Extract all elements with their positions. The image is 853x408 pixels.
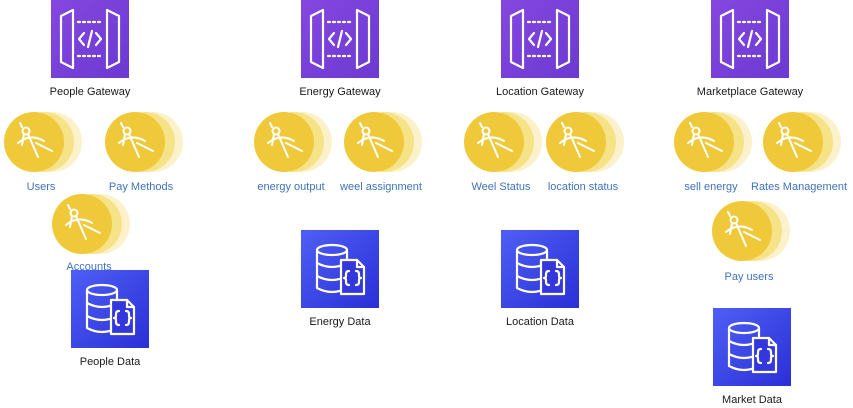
- marketplace-gateway-label: Marketplace Gateway: [696, 86, 804, 98]
- location-status-function-label: location status: [547, 181, 619, 193]
- users-function-icon[interactable]: [0, 111, 84, 175]
- people-gateway-label: People Gateway: [49, 86, 131, 98]
- market-data-label: Market Data: [722, 394, 782, 406]
- location-data-icon[interactable]: [501, 230, 579, 308]
- pay-users-function-label: Pay users: [724, 271, 774, 283]
- marketplace-gateway-icon[interactable]: [711, 0, 789, 78]
- accounts-function-icon[interactable]: [48, 193, 132, 257]
- weel-status-function-label: Weel Status: [471, 181, 531, 193]
- pay-users-function-icon[interactable]: [708, 200, 792, 264]
- rates-management-function-label: Rates Management: [751, 181, 847, 193]
- energy-data-icon[interactable]: [301, 230, 379, 308]
- energy-gateway-label: Energy Gateway: [299, 86, 381, 98]
- pay-methods-function-label: Pay Methods: [108, 181, 174, 193]
- location-gateway-label: Location Gateway: [495, 86, 585, 98]
- market-data-icon[interactable]: [713, 308, 791, 386]
- people-data-label: People Data: [79, 356, 141, 368]
- energy-data-label: Energy Data: [309, 316, 371, 328]
- weel-status-function-icon[interactable]: [460, 111, 544, 175]
- energy-output-function-icon[interactable]: [250, 111, 334, 175]
- weel-assignment-function-icon[interactable]: [340, 111, 424, 175]
- location-data-label: Location Data: [506, 316, 574, 328]
- sell-energy-function-icon[interactable]: [670, 111, 754, 175]
- location-status-function-icon[interactable]: [542, 111, 626, 175]
- energy-gateway-icon[interactable]: [301, 0, 379, 78]
- people-data-icon[interactable]: [71, 270, 149, 348]
- people-gateway-icon[interactable]: [51, 0, 129, 78]
- weel-assignment-function-label: weel assignment: [340, 181, 422, 193]
- sell-energy-function-label: sell energy: [684, 181, 738, 193]
- location-gateway-icon[interactable]: [501, 0, 579, 78]
- energy-output-function-label: energy output: [257, 181, 325, 193]
- pay-methods-function-icon[interactable]: [101, 111, 185, 175]
- rates-management-function-icon[interactable]: [759, 111, 843, 175]
- users-function-label: Users: [26, 181, 56, 193]
